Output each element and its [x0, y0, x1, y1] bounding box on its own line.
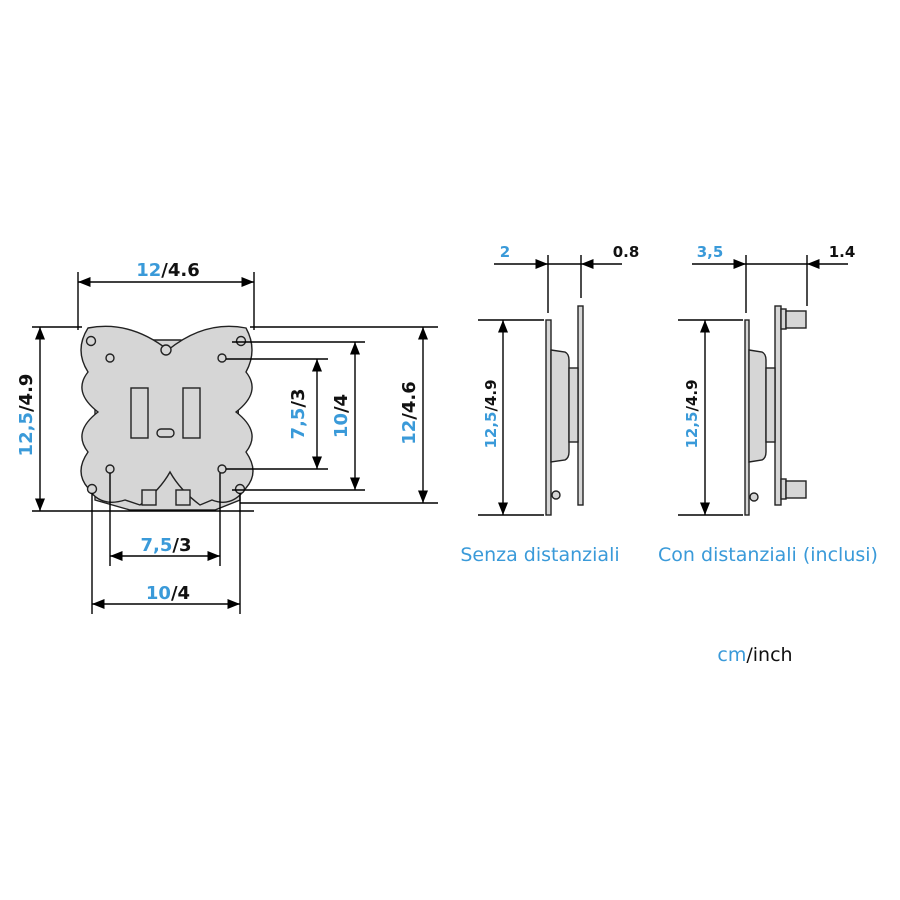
mount-hole: [105, 464, 115, 474]
depth-inch-label: 1.4: [829, 243, 856, 261]
mount-hole: [234, 483, 246, 495]
mount-hole: [105, 353, 115, 363]
depth-cm-label: 3,5: [697, 243, 724, 261]
spacer: [785, 480, 807, 499]
dim-vesa-inner-h: 7,5/3: [141, 535, 192, 556]
dim-vesa-inner-v: 7,5/3: [288, 389, 309, 440]
depth-inch-label: 0.8: [613, 243, 640, 261]
dim-left-height: 12,5/4.9: [16, 374, 37, 457]
side-height-label: 12,5/4.9: [482, 379, 500, 448]
units-legend: cm/inch: [717, 644, 792, 666]
front-dimensions: 12/4.6 12,5/4.9 7,5/3 10/4 12/4.6 7,5/3 …: [16, 260, 438, 614]
mount-hole: [235, 335, 247, 347]
depth-cm-label: 2: [500, 243, 510, 261]
front-plate: [80, 325, 254, 511]
mount-hole: [217, 353, 227, 363]
caption-without-spacers: Senza distanziali: [460, 544, 619, 566]
spacer: [785, 310, 807, 329]
dim-vesa-outer-h: 10/4: [146, 583, 190, 604]
mount-hole: [86, 483, 98, 495]
mount-hole: [85, 335, 97, 347]
mount-hole: [217, 464, 227, 474]
caption-with-spacers: Con distanziali (inclusi): [658, 544, 878, 566]
side-view-without-spacers: 2 0.8 12,5/4.9 Senza distanziali: [460, 243, 639, 566]
dim-vesa-outer-v: 10/4: [331, 394, 352, 438]
dim-top-width: 12/4.6: [136, 260, 200, 281]
side-view-with-spacers: 3,5 1.4 12,5/4.9 Con distanziali (inclus…: [658, 243, 878, 566]
dim-right-height: 12/4.6: [399, 381, 420, 445]
side-height-label: 12,5/4.9: [683, 379, 701, 448]
